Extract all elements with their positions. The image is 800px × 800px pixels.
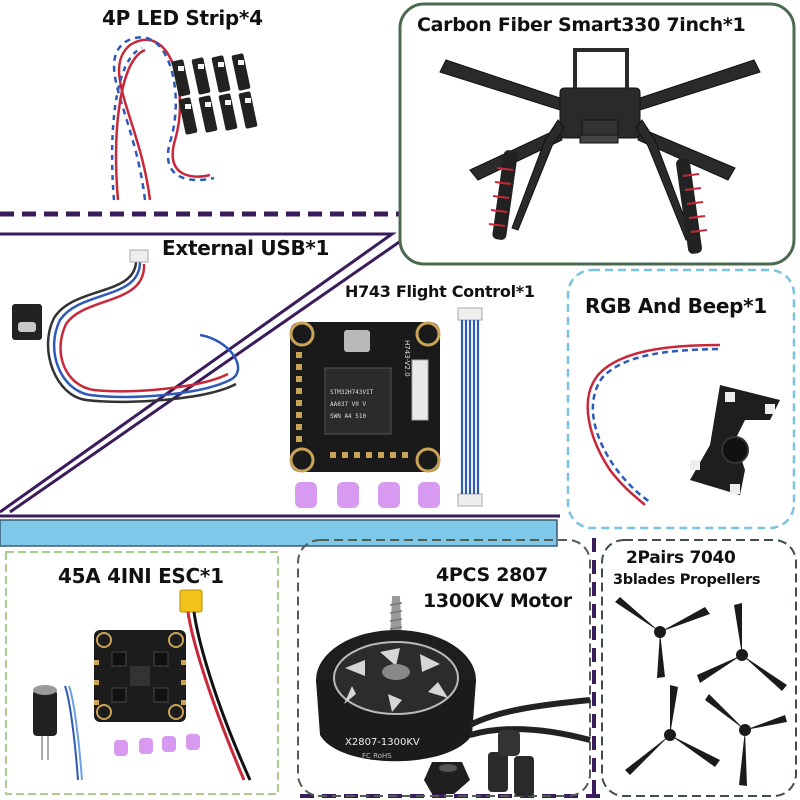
motor-hardware [424,730,534,796]
motor-model-text: X2807-1300KV [345,737,420,748]
label-rgb-beep: RGB And Beep*1 [585,294,767,318]
motor-marks-text: FC RoHS [362,752,392,760]
label-carbon-frame: Carbon Fiber Smart330 7inch*1 [417,14,746,36]
label-external-usb: External USB*1 [162,236,330,260]
esc-power-lead [179,589,252,781]
rgb-beep-wires [586,343,721,506]
propeller-box [601,539,797,797]
esc-box [5,551,279,795]
label-motor-line1: 4PCS 2807 [436,564,548,586]
divider-diagonal-outer [0,232,397,514]
label-propeller-line1: 2Pairs 7040 [626,548,736,568]
fc-wire-harness [457,307,483,507]
frame-foam-legs [488,150,708,254]
label-flight-control: H743 Flight Control*1 [345,282,535,301]
led-strip-wires [110,36,215,201]
label-motor-line2: 1300KV Motor [423,590,572,612]
chip-line2: AA037 V0 V [330,401,367,408]
usb-cable [46,261,240,404]
rgb-beep-board [690,385,780,495]
esc-silicone-grommets [114,734,200,756]
motor-box [297,539,591,797]
chip-line1: STM32H743VIT [330,389,374,396]
esc-board [94,630,186,722]
divider-diagonal-inner [9,236,406,514]
esc-capacitor [33,685,57,760]
esc-signal-wire [64,685,83,781]
label-esc: 45A 4INI ESC*1 [58,564,224,588]
label-led-strip: 4P LED Strip*4 [102,6,263,30]
label-propeller-line2: 3blades Propellers [613,572,761,588]
fc-side-text: H743-V2.0 [403,340,411,377]
led-strip-boards [171,53,258,135]
flight-control-board: STM32H743VIT AA037 V0 V SWN A4 510 H743-… [289,321,441,473]
divider-blue-bar [0,519,558,547]
fc-silicone-grommets [295,482,440,508]
chip-line3: SWN A4 510 [330,413,367,420]
usb-board [12,249,149,340]
propellers [615,597,787,786]
motor: X2807-1300KV FC RoHS [316,596,591,762]
rgb-box [566,268,796,530]
